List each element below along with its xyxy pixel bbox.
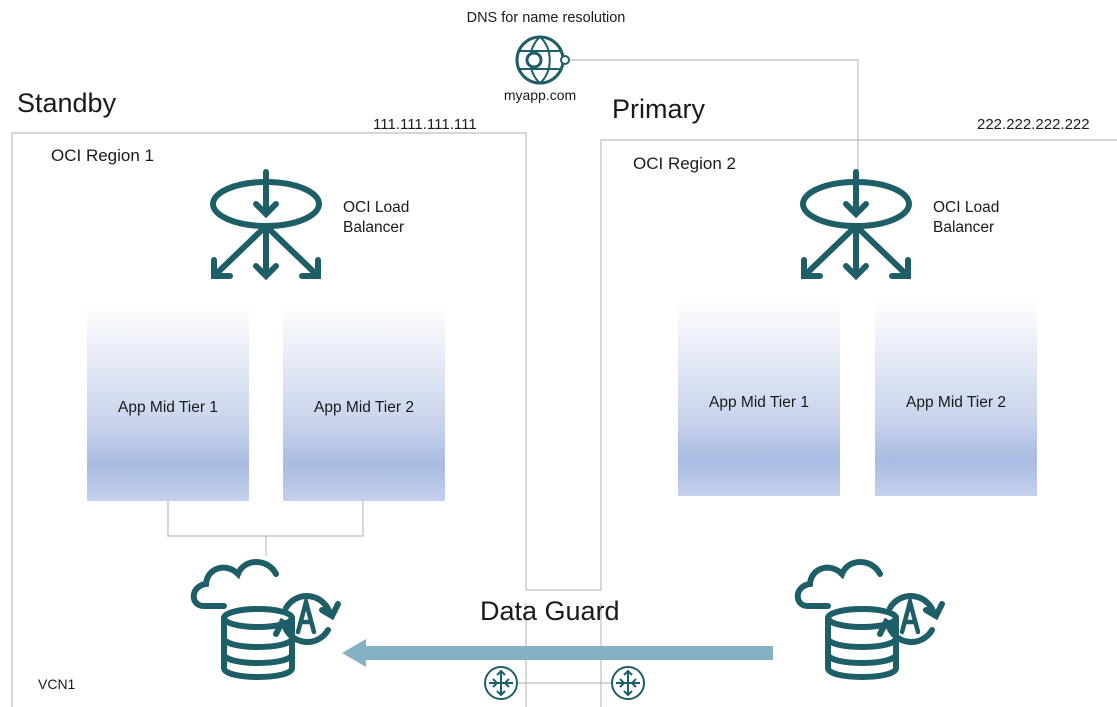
tier-label: App Mid Tier 1 <box>118 399 218 416</box>
globe-network-icon <box>515 35 570 85</box>
standby-app-tier-1: App Mid Tier 1 <box>87 303 249 501</box>
autonomous-database-icon <box>190 559 341 680</box>
standby-app-tier-2: App Mid Tier 2 <box>283 303 445 501</box>
load-balancer-icon <box>800 169 912 281</box>
primary-region-label: OCI Region 2 <box>633 154 736 173</box>
standby-region-border <box>11 132 1117 707</box>
dns-domain: myapp.com <box>503 87 577 103</box>
primary-heading: Primary <box>612 94 705 124</box>
standby-ip: 111.111.111.111 <box>373 116 477 133</box>
autonomous-database-icon <box>794 559 945 680</box>
load-balancer-icon <box>210 169 322 281</box>
tier-label: App Mid Tier 1 <box>709 394 809 411</box>
data-guard-arrow <box>342 639 773 667</box>
primary-app-tier-1: App Mid Tier 1 <box>678 298 840 496</box>
data-guard-label: Data Guard <box>480 596 620 626</box>
standby-load-balancer-label: OCI Load Balancer <box>343 198 409 238</box>
primary-ip: 222.222.222.222 <box>977 116 1090 133</box>
load-balancer-label-line2: Balancer <box>343 219 405 236</box>
tier-label: App Mid Tier 2 <box>314 399 414 416</box>
standby-heading: Standby <box>17 88 117 118</box>
dns-title: DNS for name resolution <box>466 10 626 26</box>
primary-load-balancer-label: OCI Load Balancer <box>933 198 999 238</box>
dns-connector <box>565 59 859 185</box>
vcn-label: VCN1 <box>38 676 76 692</box>
load-balancer-label-line1: OCI Load <box>343 199 410 216</box>
standby-tier-connector <box>167 500 364 556</box>
router-icon <box>611 666 645 700</box>
standby-region-label: OCI Region 1 <box>51 146 154 165</box>
router-icon <box>484 666 518 700</box>
primary-app-tier-2: App Mid Tier 2 <box>875 298 1037 496</box>
tier-label: App Mid Tier 2 <box>906 394 1006 411</box>
load-balancer-label-line1: OCI Load <box>933 199 1000 216</box>
load-balancer-label-line2: Balancer <box>933 219 995 236</box>
